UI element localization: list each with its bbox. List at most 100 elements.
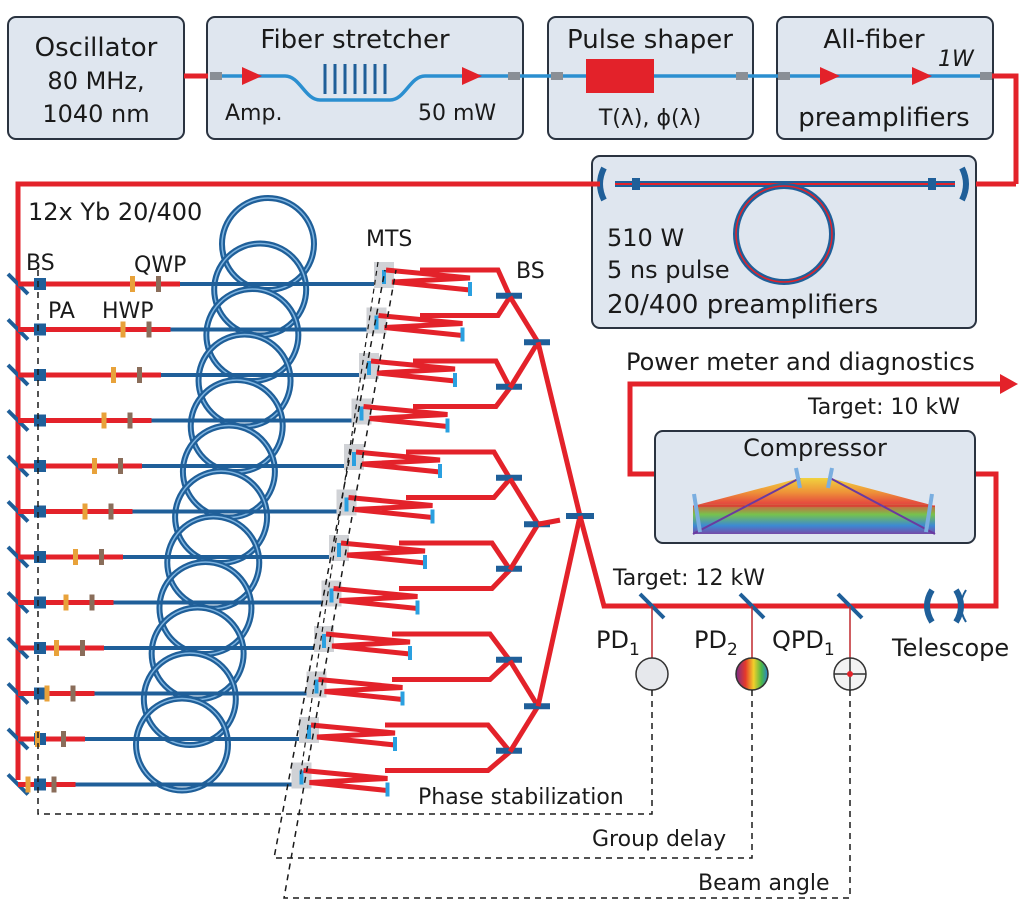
phase-label: Phase stabilization — [418, 785, 624, 810]
fiber-stretcher-block: Fiber stretcher Amp. 50 mW — [206, 16, 524, 140]
oscillator-rate: 80 MHz, — [47, 67, 144, 95]
delay-path — [310, 722, 396, 748]
amp-triangle-icon — [820, 67, 840, 85]
pulse-shaper-block: Pulse shaper T(λ), ϕ(λ) — [547, 16, 754, 140]
delay-path — [340, 540, 426, 566]
combiner-splitter-icon — [496, 474, 522, 481]
combine-beam — [507, 477, 541, 526]
bs-right-label: BS — [516, 259, 545, 284]
oscillator-title: Oscillator — [35, 33, 158, 63]
telescope-icon — [924, 588, 967, 624]
combine-beam — [420, 295, 513, 318]
mts-mirror-icon — [352, 452, 356, 466]
mts-mirror-icon — [337, 543, 341, 557]
pa-icon — [34, 414, 46, 427]
waveplate-icon — [127, 412, 133, 429]
main-amplifier-block: 510 W 5 ns pulse 20/400 preamplifiers — [591, 155, 1016, 329]
stretcher-amp-label: Amp. — [225, 101, 282, 126]
combine-beam — [406, 477, 512, 500]
delay-path — [303, 768, 388, 793]
main-beam — [15, 181, 600, 780]
amp-triangle-icon — [242, 67, 262, 85]
pa-icon — [34, 778, 46, 791]
delay-path — [363, 404, 448, 429]
mts-mirror-icon — [344, 497, 349, 512]
oscillator-wavelength: 1040 nm — [42, 100, 149, 128]
qwp-label: QWP — [134, 253, 186, 278]
main-amp-power: 510 W — [607, 224, 684, 252]
waveplate-icon — [120, 321, 126, 338]
pd1-detector-icon — [635, 657, 669, 691]
fiber-coil-highlight — [135, 697, 229, 792]
delay-path — [385, 267, 471, 293]
preamp-subtitle: preamplifiers — [798, 103, 969, 133]
combiner-splitter-icon — [524, 703, 550, 710]
waveplate-icon — [61, 731, 66, 747]
combine-beam — [399, 568, 512, 591]
qpd1-label: QPD1 — [772, 626, 835, 660]
pa-icon — [34, 596, 46, 609]
pa-icon — [34, 687, 46, 700]
waveplate-icon — [108, 503, 114, 520]
mts-mirror-icon — [374, 315, 379, 330]
mts-mirror-icon — [307, 725, 311, 739]
delay-path — [378, 313, 463, 338]
feedback-loops — [37, 269, 851, 899]
group-delay-label: Group delay — [592, 827, 726, 852]
pa-icon — [34, 551, 46, 563]
mts-guide — [299, 261, 379, 779]
combine-beam — [385, 722, 512, 754]
waveplate-icon — [111, 367, 116, 383]
waveplate-icon — [63, 594, 69, 611]
waveplate-icon — [118, 458, 123, 474]
delay-mirror-icon — [468, 282, 472, 296]
delay-path — [333, 586, 418, 611]
waveplate-icon — [25, 776, 31, 793]
main-amp-name: 20/400 preamplifiers — [607, 290, 878, 320]
beam-angle-label: Beam angle — [698, 871, 830, 896]
output-arrow-icon — [1000, 374, 1018, 394]
modulator-icon — [586, 59, 654, 93]
delay-mirror-icon — [400, 691, 405, 706]
delay-mirror-icon — [430, 509, 435, 524]
delay-mirror-icon — [453, 373, 457, 387]
delay-mirror-icon — [460, 327, 465, 342]
main-amp-pulse: 5 ns pulse — [607, 256, 730, 284]
pa-icon — [34, 369, 46, 381]
preamp-block: All-fiber 1W preamplifiers — [776, 16, 994, 140]
detectors — [635, 592, 867, 691]
lens-icon — [959, 166, 969, 202]
pa-icon — [34, 460, 46, 472]
delay-mirror-icon — [385, 782, 390, 797]
stretcher-title: Fiber stretcher — [260, 25, 450, 55]
combiner-splitter-icon — [524, 521, 550, 528]
delay-path — [355, 449, 441, 475]
combiner-splitter-icon — [496, 292, 522, 299]
combiner-splitter-icon — [524, 339, 550, 346]
delay-path — [325, 631, 411, 657]
amp-triangle-icon — [912, 67, 932, 85]
waveplate-icon — [130, 276, 135, 292]
combine-beam — [385, 749, 512, 773]
combine-beam — [420, 267, 513, 298]
amplifier-array — [6, 195, 594, 797]
pd2-detector-icon — [735, 657, 769, 691]
preamp-power: 1W — [938, 47, 975, 72]
delay-path — [370, 358, 456, 384]
combine-beam — [507, 522, 541, 572]
waveplate-icon — [92, 458, 97, 474]
combine-beam — [507, 659, 541, 708]
waveplate-icon — [99, 549, 104, 565]
combine-beam — [392, 658, 512, 682]
combiner-splitter-icon — [496, 656, 522, 663]
waveplate-icon — [73, 549, 78, 565]
combine-beam — [413, 386, 513, 409]
waveplate-icon — [35, 731, 40, 747]
compressor-title: Compressor — [743, 434, 887, 462]
waveplate-icon — [89, 594, 95, 611]
pd2-label: PD2 — [694, 626, 738, 660]
mts-mirror-icon — [299, 770, 304, 785]
waveplate-icon — [51, 776, 57, 793]
combine-beam — [413, 358, 513, 389]
